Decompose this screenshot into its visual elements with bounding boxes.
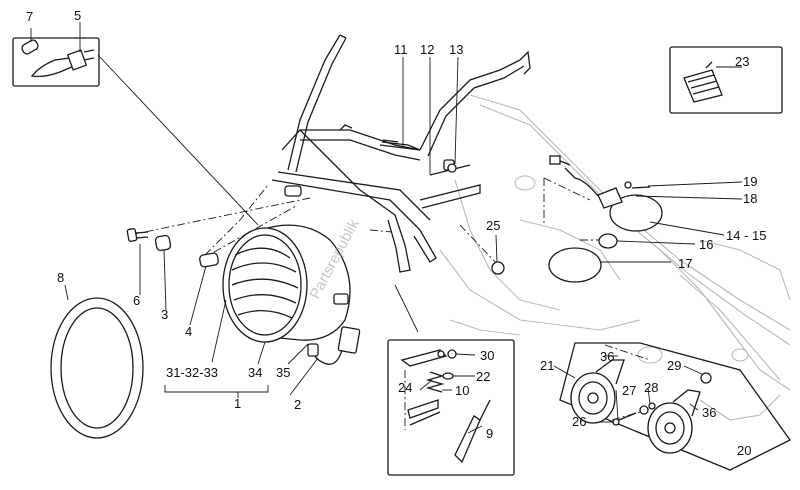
screw-18-19 (624, 181, 651, 189)
horn-screw (612, 402, 656, 426)
horn-upper (570, 359, 625, 424)
label-27: 27 (622, 383, 636, 398)
label-14-15: 14 - 15 (726, 228, 766, 243)
wiring-connector (307, 326, 361, 365)
label-12: 12 (420, 42, 434, 57)
horn-box (559, 342, 791, 471)
label-22: 22 (476, 369, 490, 384)
nut-13 (447, 163, 457, 173)
turn-signal-rear (548, 247, 602, 283)
label-30: 30 (480, 348, 494, 363)
label-18: 18 (743, 191, 757, 206)
label-10: 10 (455, 383, 469, 398)
tool-9 (454, 399, 491, 464)
spacer-3 (154, 234, 172, 252)
headlight-rim (50, 297, 144, 439)
leader-lines (30, 22, 743, 434)
adjuster-bracket (400, 349, 448, 367)
label-13: 13 (449, 42, 463, 57)
label-29: 29 (667, 358, 681, 373)
label-11: 11 (394, 42, 408, 57)
adjust-screw (407, 399, 441, 426)
spacer-4 (199, 252, 219, 268)
reflector (683, 61, 723, 103)
label-36-lower: 36 (702, 405, 716, 420)
bulb-16 (598, 233, 618, 249)
label-34: 34 (248, 365, 262, 380)
label-28: 28 (644, 380, 658, 395)
label-1: 1 (234, 396, 241, 411)
washer-22 (442, 372, 454, 380)
label-9: 9 (486, 426, 493, 441)
spring (425, 371, 445, 393)
label-21: 21 (540, 358, 554, 373)
label-4: 4 (185, 324, 192, 339)
label-25: 25 (486, 218, 500, 233)
label-7: 7 (26, 9, 33, 24)
nut-25 (491, 261, 505, 275)
nut-30 (447, 349, 457, 359)
background-frame (439, 94, 791, 421)
label-26: 26 (572, 414, 586, 429)
label-2: 2 (294, 397, 301, 412)
label-17: 17 (678, 256, 692, 271)
screw-6 (126, 228, 149, 242)
reflector-box (669, 46, 783, 114)
label-20: 20 (737, 443, 751, 458)
label-16: 16 (699, 237, 713, 252)
label-24: 24 (398, 380, 412, 395)
nut-29 (700, 372, 712, 384)
label-5: 5 (74, 8, 81, 23)
adjuster-box (387, 339, 515, 476)
headlight-unit (222, 224, 351, 343)
label-35: 35 (276, 365, 290, 380)
horn-lower (647, 389, 701, 454)
part-labels: 7 5 11 12 13 23 19 18 14 - 15 16 17 25 8… (26, 8, 766, 458)
label-6: 6 (133, 293, 140, 308)
turn-signal-front (549, 155, 663, 232)
bulb-box (12, 37, 100, 87)
assembly-dashes (129, 177, 651, 421)
label-19: 19 (743, 174, 757, 189)
bulb-cap (21, 39, 39, 55)
label-8: 8 (57, 270, 64, 285)
headlight-bracket (271, 34, 531, 273)
headlight-bulb (30, 49, 95, 78)
label-3: 3 (161, 307, 168, 322)
label-23: 23 (735, 54, 749, 69)
label-36-upper: 36 (600, 349, 614, 364)
label-31-32-33: 31-32-33 (166, 365, 218, 380)
